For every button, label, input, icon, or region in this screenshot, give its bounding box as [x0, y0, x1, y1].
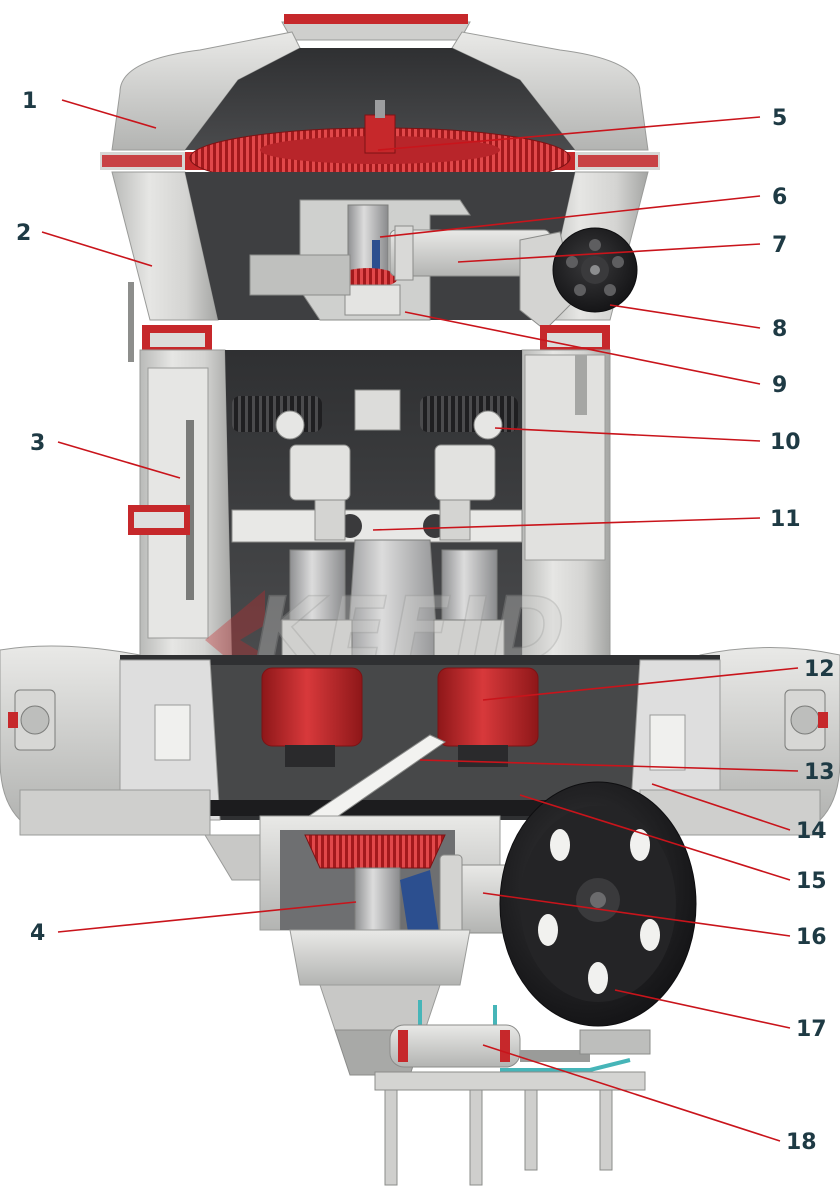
leader-16	[482, 892, 791, 937]
classifier-drive	[249, 199, 576, 331]
callout-8: 8	[772, 317, 787, 342]
callout-9: 9	[772, 373, 787, 398]
callout-10: 10	[770, 430, 801, 455]
left-inspection-port	[8, 689, 56, 751]
callout-17: 17	[796, 1017, 827, 1042]
leader-11	[372, 517, 761, 531]
leader-15	[519, 794, 791, 881]
leader-6	[379, 195, 761, 238]
callout-4: 4	[30, 921, 45, 946]
callout-13: 13	[804, 760, 835, 785]
callout-1: 1	[22, 89, 37, 114]
leader-5	[377, 116, 761, 151]
callout-6: 6	[772, 185, 787, 210]
leader-3	[57, 441, 181, 479]
callout-12: 12	[804, 657, 835, 682]
callout-7: 7	[772, 233, 787, 258]
callout-2: 2	[16, 221, 31, 246]
callout-16: 16	[796, 925, 827, 950]
leader-lines	[41, 99, 799, 1142]
leader-2	[41, 231, 153, 267]
leader-7	[457, 243, 761, 263]
main-belt-pulley	[499, 781, 697, 1027]
leader-1	[61, 99, 157, 129]
callout-15: 15	[796, 869, 827, 894]
callout-numbers: 1 2 3 4 5 6 7 8 9 10 11 12 13 14 15 16 1…	[16, 89, 835, 1155]
lubrication-station	[374, 1000, 651, 1186]
main-gearbox	[204, 815, 521, 1076]
top-belt-pulley	[552, 227, 638, 313]
leader-10	[494, 427, 761, 442]
callout-18: 18	[786, 1130, 817, 1155]
callout-11: 11	[770, 507, 801, 532]
leader-9	[404, 311, 761, 385]
grinding-chamber	[0, 645, 840, 836]
leader-12	[482, 667, 799, 701]
leader-18	[482, 1044, 781, 1142]
leader-4	[57, 901, 357, 933]
grinding-roller-springs	[232, 389, 518, 440]
right-inspection-port	[784, 689, 828, 751]
leader-17	[614, 989, 791, 1029]
leader-8	[609, 304, 761, 329]
callout-14: 14	[796, 819, 827, 844]
callout-5: 5	[772, 106, 787, 131]
leader-13	[419, 759, 799, 772]
leader-14	[651, 783, 791, 831]
callout-3: 3	[30, 431, 45, 456]
